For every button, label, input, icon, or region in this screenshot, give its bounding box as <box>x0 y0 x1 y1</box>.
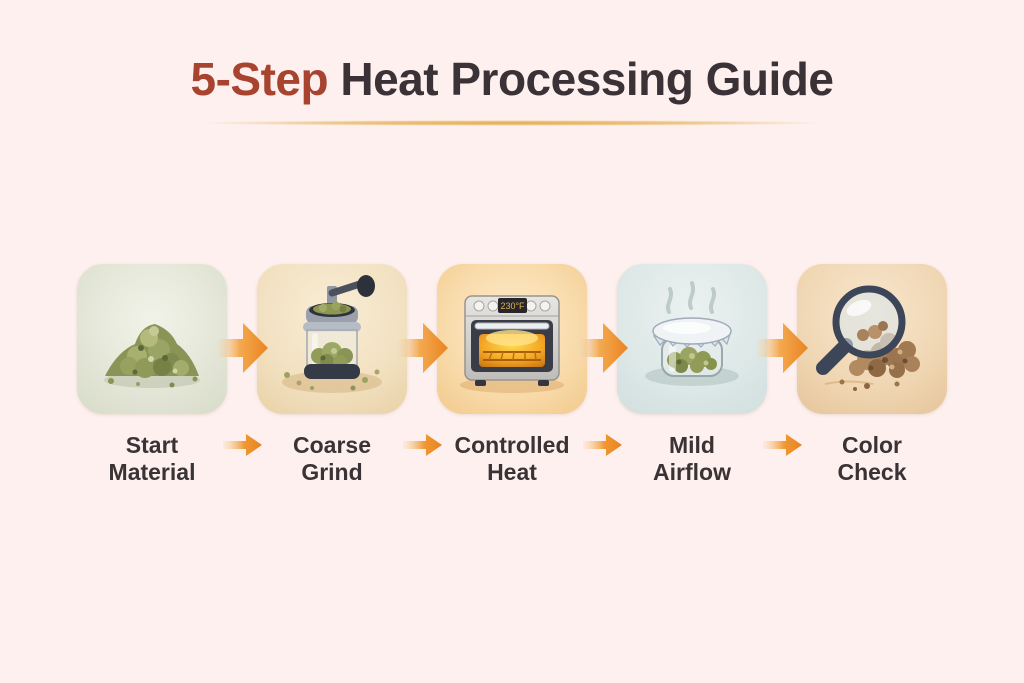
step-label-coarse-grind: Coarse Grind <box>293 432 371 485</box>
arrow-right-icon <box>217 323 268 373</box>
color-check-tile <box>797 264 947 414</box>
step-controlled-heat: 230°F Controlled Heat <box>433 264 591 486</box>
arrow-right-icon <box>223 434 262 456</box>
step-label-controlled-heat: Controlled Heat <box>454 432 570 485</box>
covered-jar-steam-icon <box>645 281 739 386</box>
page-title-accent: 5-Step <box>190 53 329 105</box>
arrow-right-icon <box>583 434 622 456</box>
mild-airflow-tile <box>617 264 767 414</box>
coarse-grind-tile <box>257 264 407 414</box>
arrow-right-icon <box>763 434 802 456</box>
herb-pile-icon <box>104 324 200 388</box>
page-title: 5-Step Heat Processing Guide <box>0 52 1024 106</box>
step-label-start-material: Start Material <box>108 432 196 485</box>
step-mild-airflow: Mild Airflow <box>613 264 771 486</box>
step-label-color-check: Color Check <box>837 432 907 485</box>
header: 5-Step Heat Processing Guide <box>0 0 1024 126</box>
step-start-material: Start Material <box>73 264 231 486</box>
magnifying-glass-icon <box>816 285 920 391</box>
oven-temperature-display: 230°F <box>500 301 525 311</box>
step-color-check: Color Check <box>793 264 951 486</box>
step-coarse-grind: Coarse Grind <box>253 264 411 486</box>
toaster-oven-icon: 230°F <box>460 295 564 393</box>
title-underline-flourish <box>184 120 840 126</box>
process-steps-row: Start Material <box>73 264 951 486</box>
controlled-heat-tile: 230°F <box>437 264 587 414</box>
hand-grinder-icon <box>282 275 382 393</box>
arrow-right-icon <box>577 323 628 373</box>
arrow-right-icon <box>757 323 808 373</box>
arrow-right-icon <box>403 434 442 456</box>
start-material-tile <box>77 264 227 414</box>
step-label-mild-airflow: Mild Airflow <box>653 432 731 485</box>
page-title-rest: Heat Processing Guide <box>328 53 834 105</box>
arrow-right-icon <box>397 323 448 373</box>
